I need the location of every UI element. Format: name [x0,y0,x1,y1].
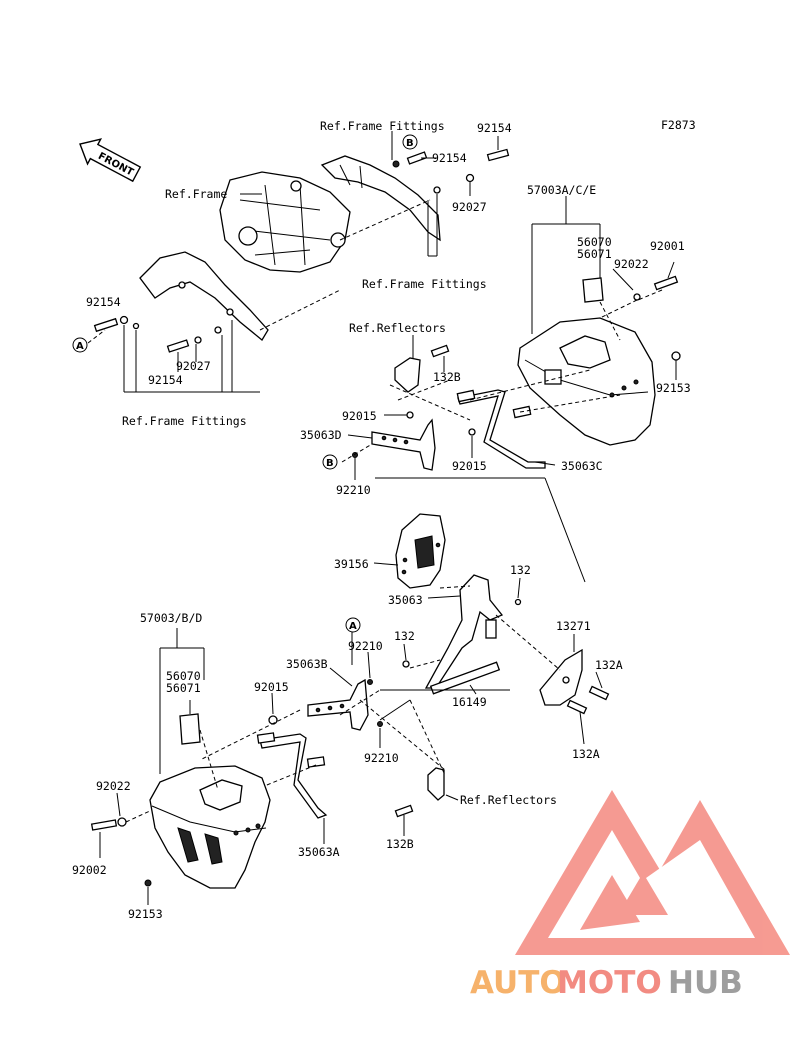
label-132a-bottom: 132A [572,747,600,761]
svg-text:A: A [349,621,357,632]
label-92210-mid: 92210 [348,639,383,653]
svg-text:B: B [406,138,414,149]
label-ref-frame-fittings-mid: Ref.Frame Fittings [362,277,487,291]
bracket-upper-illustration [352,344,546,471]
label-92022-top: 92022 [614,257,649,271]
callout-a-left: A [72,337,88,353]
label-35063b: 35063B [286,657,328,671]
label-92153-bottom: 92153 [128,907,163,921]
label-132-right: 132 [510,563,531,577]
frame-illustration [93,148,510,353]
label-39156: 39156 [334,557,369,571]
label-92015-bottom: 92015 [254,680,289,694]
callout-a-mid: A [345,617,361,633]
wordmark-moto: MOTO [557,965,662,1001]
label-ref-frame: Ref.Frame [165,187,227,201]
label-92022-bottom: 92022 [96,779,131,793]
automotohub-wordmark: AUTO MOTO HUB [470,965,743,1001]
label-92153-top: 92153 [656,381,691,395]
svg-text:A: A [76,341,84,352]
saddlebag-right-illustration [517,275,681,446]
label-56071-bottom: 56071 [166,681,201,695]
front-arrow-icon: FRONT [79,138,142,183]
label-56070-top: 56070 [577,235,612,249]
label-132b-bottom: 132B [386,837,414,851]
label-16149: 16149 [452,695,487,709]
automotohub-logo [515,790,790,955]
label-132b-top: 132B [433,370,461,384]
label-92154-b: 92154 [432,151,467,165]
label-ref-reflectors-bottom: Ref.Reflectors [460,793,557,807]
label-57003bd: 57003/B/D [140,611,202,625]
part-labels: Ref.Frame Fittings 92154 92154 Ref.Frame… [72,119,691,921]
label-92154-left: 92154 [86,295,121,309]
callout-b-mid: B [322,454,338,470]
wordmark-hub: HUB [668,965,743,1001]
label-56070-bottom: 56070 [166,669,201,683]
label-13271: 13271 [556,619,591,633]
label-92210-bottom: 92210 [364,751,399,765]
bracket-lower-illustration [256,678,445,819]
label-ref-frame-fittings-top: Ref.Frame Fittings [320,119,445,133]
label-92027-right: 92027 [452,200,487,214]
label-ref-frame-fittings-bottom: Ref.Frame Fittings [122,414,247,428]
label-132a-right: 132A [595,658,623,672]
figure-id: F2873 [661,118,696,132]
label-57003ace: 57003A/C/E [527,183,596,197]
label-35063d: 35063D [300,428,342,442]
label-92001: 92001 [650,239,685,253]
leader-lines-top [87,131,499,393]
label-92154-top-right: 92154 [477,121,512,135]
leader-lines-lower-bag [99,628,219,905]
wordmark-auto: AUTO [470,965,566,1001]
label-92027-left: 92027 [176,359,211,373]
label-92002: 92002 [72,863,107,877]
label-92154-bottom-left: 92154 [148,373,183,387]
saddlebag-left-illustration [90,713,271,889]
label-35063a: 35063A [298,845,340,859]
svg-text:B: B [326,458,334,469]
label-132-left: 132 [394,629,415,643]
label-92210-top: 92210 [336,483,371,497]
label-92015-top: 92015 [342,409,377,423]
label-ref-reflectors-top: Ref.Reflectors [349,321,446,335]
label-35063c: 35063C [561,459,603,473]
label-92015-mid: 92015 [452,459,487,473]
label-35063: 35063 [388,593,423,607]
callout-b-top: B [402,134,418,150]
leader-lines-upper-brackets [341,335,677,583]
backrest-illustration [395,513,610,715]
label-56071-top: 56071 [577,247,612,261]
